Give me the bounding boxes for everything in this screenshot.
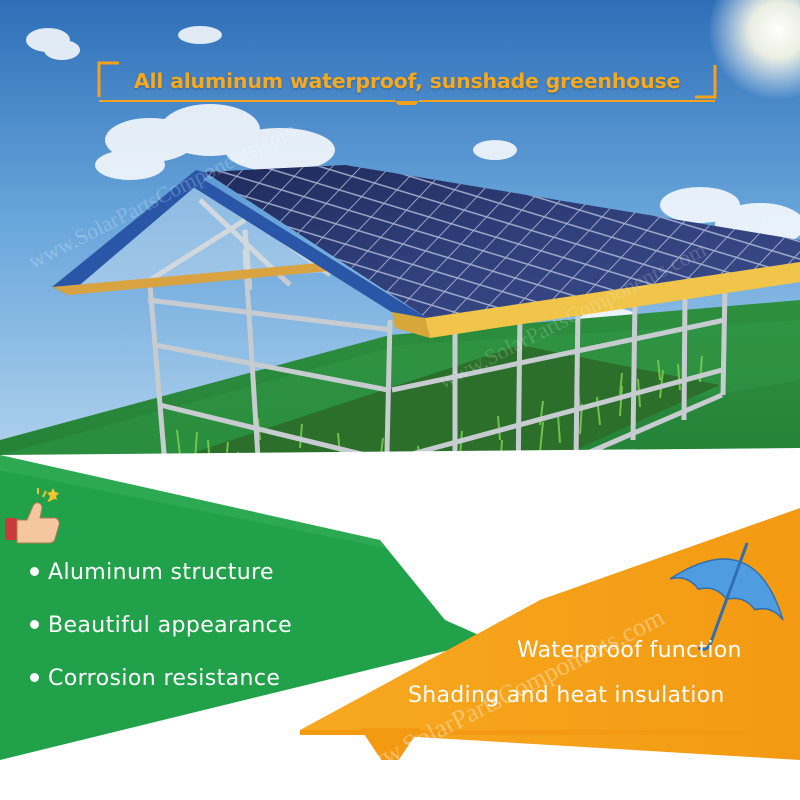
orange-band [300,508,800,760]
roof-fascia [52,170,210,295]
bullet-icon [30,566,39,576]
benefit-shading: Shading and heat insulation [408,683,725,708]
benefit-waterproof: Waterproof function [517,638,742,663]
sun [708,0,800,100]
feature-label: Corrosion resistance [48,666,281,691]
umbrella-icon [669,542,784,651]
eave-beam [425,262,800,338]
feature-item-appearance: Beautiful appearance [30,613,292,638]
title-frame [97,61,717,105]
bullet-icon [30,619,39,629]
feature-item-corrosion: Corrosion resistance [30,666,280,691]
feature-label: Aluminum structure [48,560,274,585]
thumbs-up-icon [5,488,60,544]
page-title: All aluminum waterproof, sunshade greenh… [133,69,681,93]
feature-label: Beautiful appearance [48,613,293,638]
orange-pointer [360,728,420,773]
bullet-icon [30,672,39,682]
title-banner: All aluminum waterproof, sunshade greenh… [95,57,719,105]
feature-item-aluminum: Aluminum structure [30,560,274,585]
